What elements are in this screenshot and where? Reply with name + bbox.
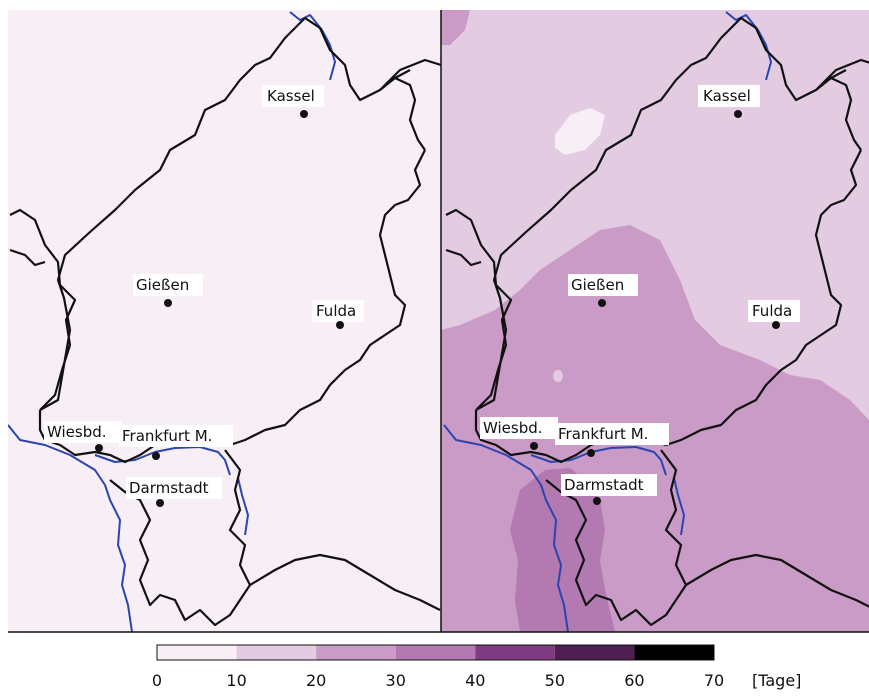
city-fulda-left: Fulda [312, 300, 364, 329]
right-city-markers: Kassel Gießen Fulda Wiesbd. Frankfurt M.… [480, 85, 800, 505]
city-label: Gießen [136, 276, 189, 294]
city-wiesbaden-right: Wiesbd. [480, 417, 558, 450]
legend-tick-label: 40 [465, 671, 485, 690]
city-giessen-right: Gießen [568, 274, 638, 307]
legend-swatch [157, 645, 237, 660]
legend-swatch [316, 645, 396, 660]
zone-30-40 [510, 468, 615, 632]
city-dot [530, 442, 538, 450]
zone-10-20-spot [553, 370, 563, 382]
city-dot [156, 499, 164, 507]
city-kassel-right: Kassel [698, 85, 760, 118]
left-city-markers: Kassel Gießen Fulda Wiesbd. Frankfurt M.… [44, 85, 364, 507]
city-dot [95, 444, 103, 452]
city-label: Frankfurt M. [558, 425, 648, 443]
legend-tick-label: 0 [152, 671, 162, 690]
city-label: Wiesbd. [483, 419, 543, 437]
city-dot [300, 110, 308, 118]
city-dot [336, 321, 344, 329]
legend-swatch [554, 645, 635, 660]
city-label: Gießen [571, 276, 624, 294]
city-label: Darmstadt [129, 479, 209, 497]
left-panel-background [8, 10, 441, 632]
city-wiesbaden-left: Wiesbd. [44, 421, 122, 452]
legend-tick-label: 30 [386, 671, 406, 690]
legend-swatches [157, 645, 714, 660]
legend: 0 10 20 30 40 50 60 70 [Tage] [152, 644, 801, 690]
city-frankfurt-left: Frankfurt M. [119, 425, 233, 460]
city-label: Frankfurt M. [122, 427, 212, 445]
city-darmstadt-right: Darmstadt [561, 474, 657, 505]
city-label: Fulda [752, 302, 792, 320]
legend-swatch [395, 645, 476, 660]
city-kassel-left: Kassel [262, 85, 324, 118]
city-label: Kassel [267, 87, 315, 105]
legend-ticks: 0 10 20 30 40 50 60 70 [152, 671, 724, 690]
city-dot [734, 110, 742, 118]
city-dot [152, 452, 160, 460]
city-label: Wiesbd. [47, 423, 107, 441]
legend-unit: [Tage] [752, 671, 801, 690]
city-dot [593, 497, 601, 505]
city-label: Kassel [703, 87, 751, 105]
city-dot [598, 299, 606, 307]
zone-0-10-north [555, 108, 605, 155]
legend-tick-label: 70 [704, 671, 724, 690]
zone-20-30-corner [441, 10, 470, 45]
city-dot [772, 321, 780, 329]
city-darmstadt-left: Darmstadt [126, 477, 222, 507]
legend-tick-label: 20 [306, 671, 326, 690]
legend-swatch [236, 645, 317, 660]
legend-tick-label: 50 [545, 671, 565, 690]
city-dot [164, 299, 172, 307]
city-dot [587, 449, 595, 457]
legend-swatch [634, 645, 714, 660]
legend-tick-label: 10 [226, 671, 246, 690]
city-label: Fulda [316, 302, 356, 320]
legend-tick-label: 60 [624, 671, 644, 690]
left-map-panel [8, 10, 441, 632]
legend-swatch [475, 645, 555, 660]
city-giessen-left: Gießen [133, 274, 203, 307]
legend-frame [156, 644, 715, 661]
city-frankfurt-right: Frankfurt M. [555, 423, 669, 457]
city-fulda-right: Fulda [748, 300, 800, 329]
right-map-panel [441, 10, 869, 632]
city-label: Darmstadt [564, 476, 644, 494]
